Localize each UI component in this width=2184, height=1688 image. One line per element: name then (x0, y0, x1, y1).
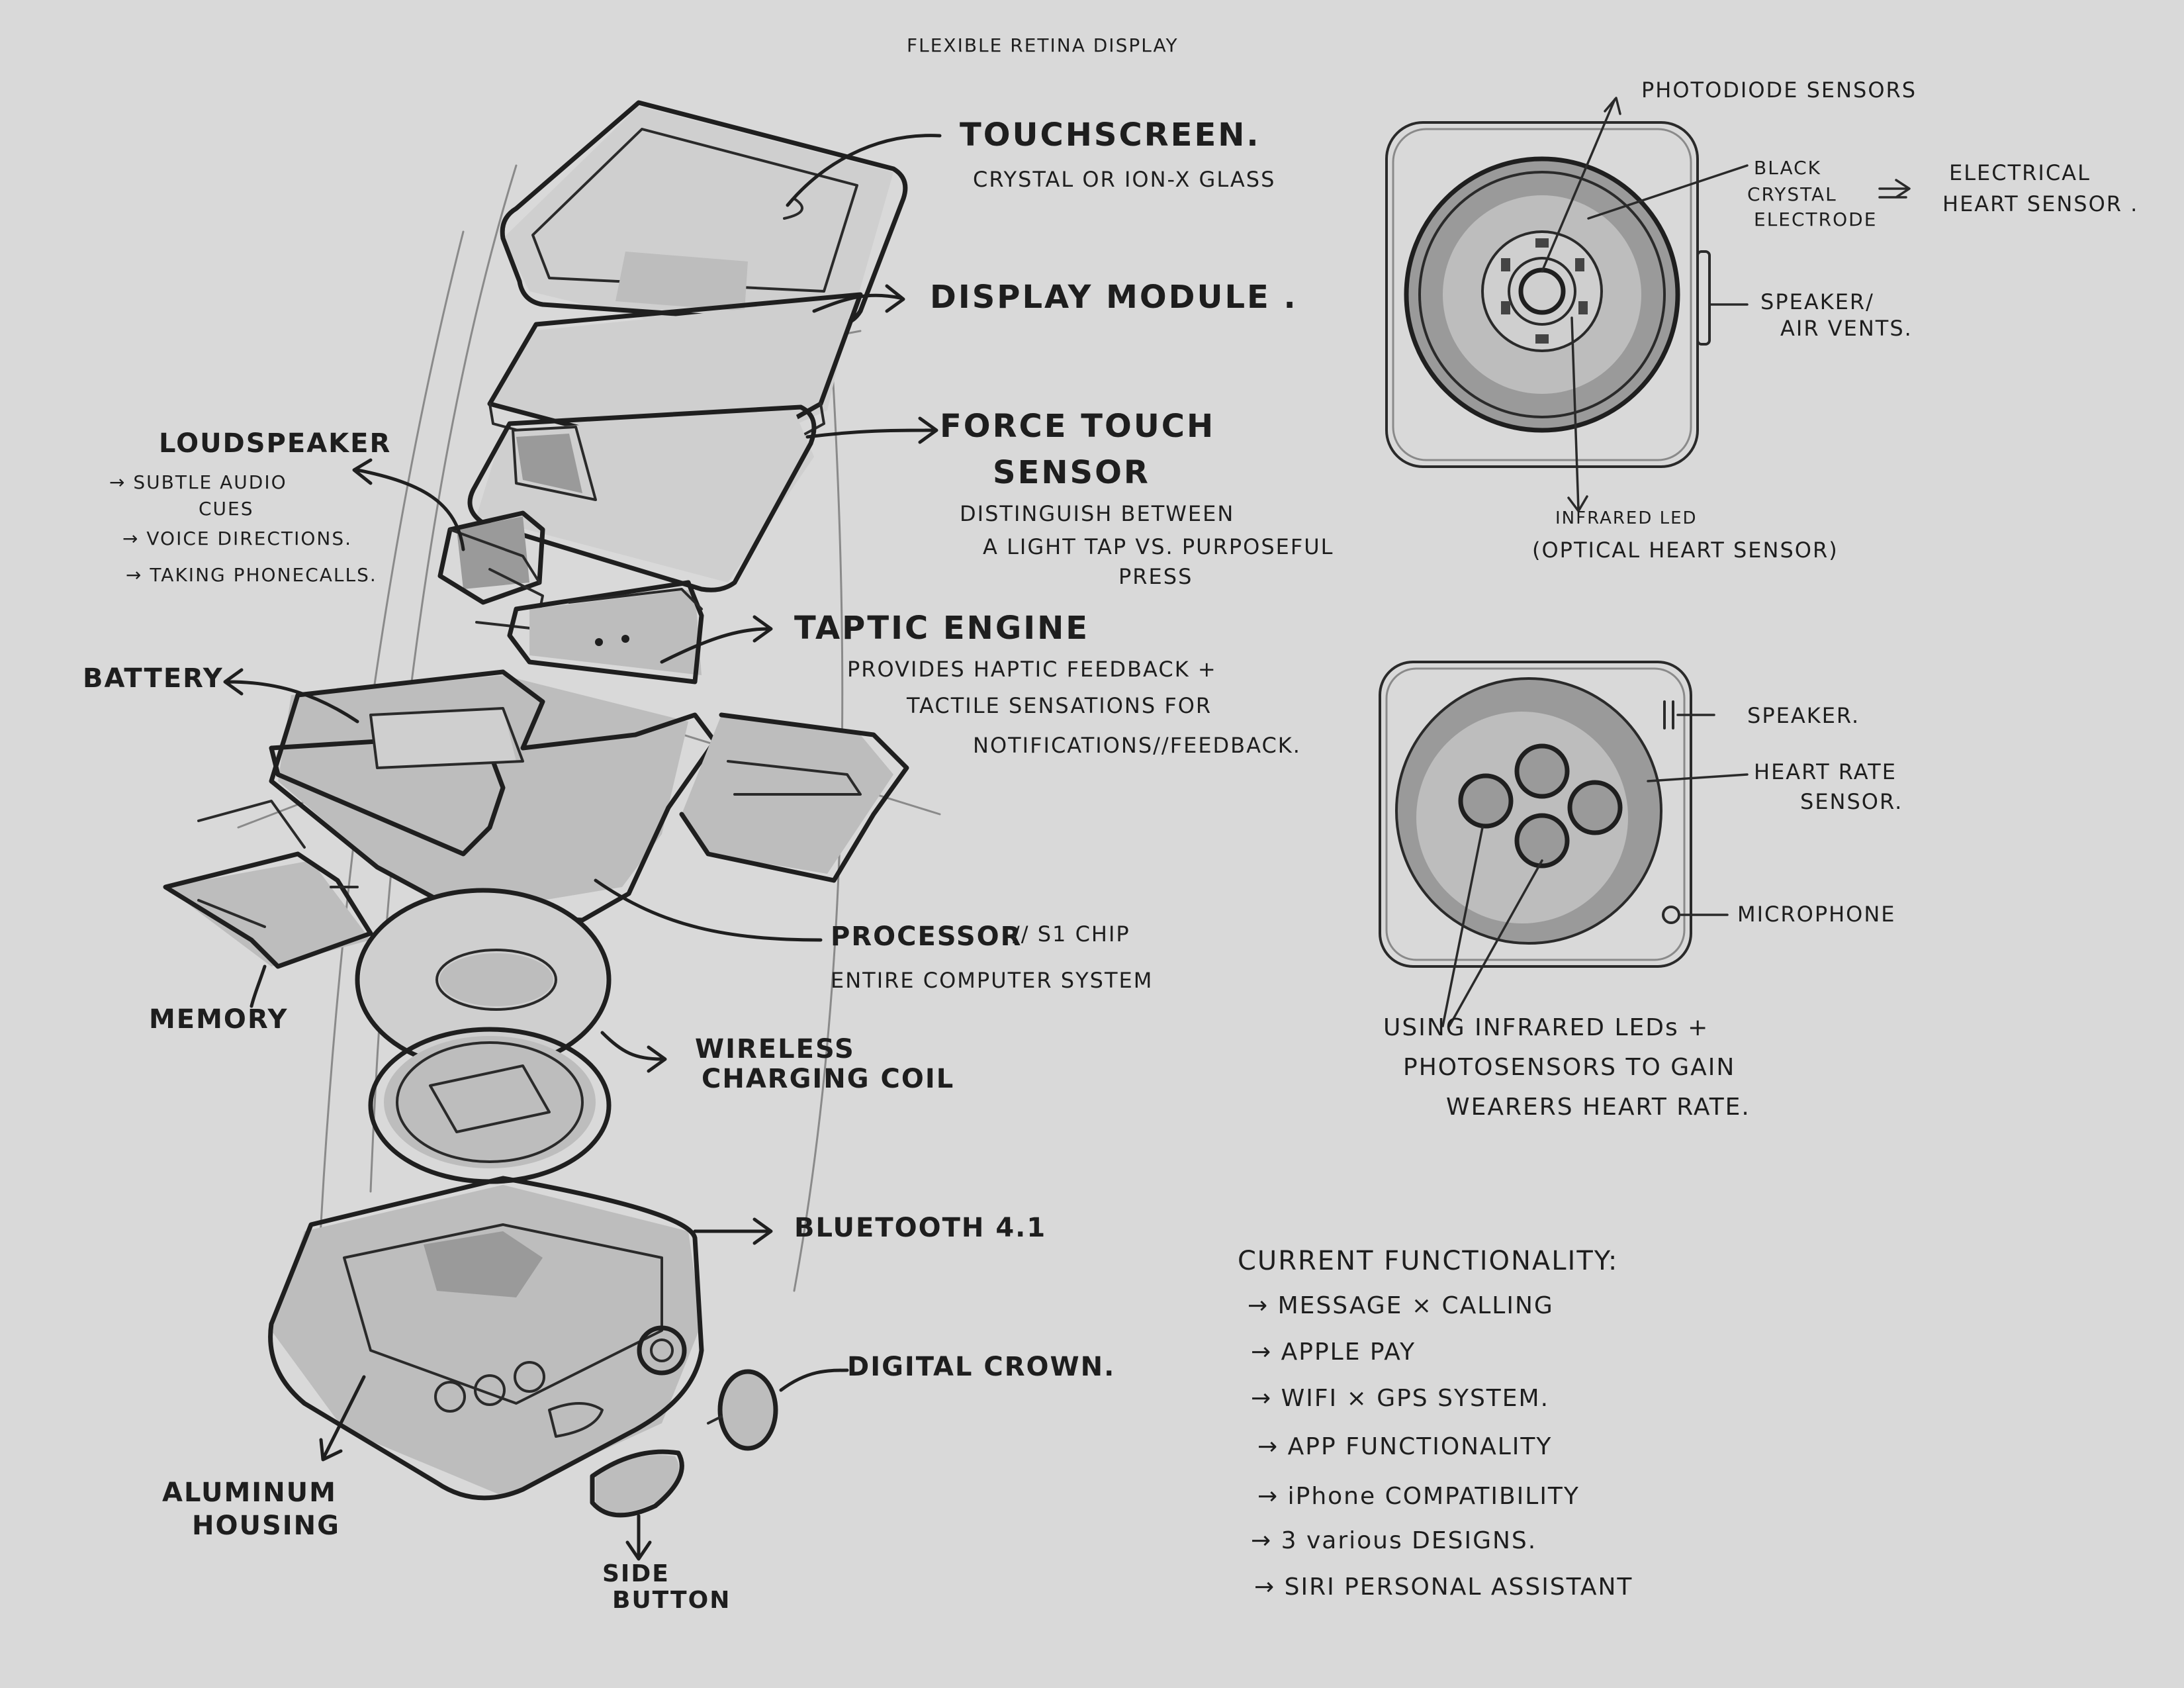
functionality-title: CURRENT FUNCTIONALITY: (1238, 1246, 1619, 1276)
functionality-item-1: → MESSAGE × CALLING (1248, 1292, 1554, 1319)
digital-crown-part (707, 1369, 778, 1451)
functionality-item-5: → iPhone COMPATIBILITY (1257, 1483, 1580, 1510)
processor-chip: // S1 CHIP (1013, 921, 1130, 947)
force-touch-desc-3: PRESS (1118, 564, 1193, 589)
heart-caption-line-3: WEARERS HEART RATE. (1446, 1094, 1751, 1121)
force-touch-title-1: FORCE TOUCH (940, 408, 1216, 445)
force-touch-layer (467, 404, 817, 592)
housing-part (268, 1176, 704, 1501)
taptic-engine-desc-1: PROVIDES HAPTIC FEEDBACK + (847, 657, 1217, 682)
heart-rate-line-2: SENSOR. (1800, 789, 1903, 814)
speaker-label: SPEAKER. (1747, 703, 1860, 728)
bluetooth-title: BLUETOOTH 4.1 (794, 1213, 1047, 1243)
memory-title: MEMORY (149, 1004, 289, 1035)
charging-coil-part (355, 888, 612, 1184)
force-touch-title-2: SENSOR (993, 454, 1150, 491)
back-view-top (1385, 97, 1911, 512)
black-crystal-line-1: BLACK (1754, 157, 1822, 179)
taptic-engine-desc-2: TACTILE SENSATIONS FOR (907, 693, 1212, 718)
black-crystal-line-3: ELECTRODE (1754, 209, 1878, 230)
battery-title: BATTERY (83, 663, 224, 694)
logic-board (269, 669, 717, 923)
loudspeaker-title: LOUDSPEAKER (159, 428, 392, 459)
digital-crown-title: DIGITAL CROWN. (847, 1352, 1116, 1382)
loudspeaker-item-2: CUES (199, 498, 254, 520)
photodiode-marks (1501, 238, 1588, 344)
touchscreen-desc: CRYSTAL OR ION-X GLASS (973, 167, 1276, 192)
processor-title: PROCESSOR (831, 921, 1023, 952)
aluminum-housing-title-1: ALUMINUM (162, 1477, 337, 1508)
touchscreen-title: TOUCHSCREEN. (960, 117, 1261, 154)
loudspeaker-part (437, 510, 545, 630)
speaker-vents-line-2: AIR VENTS. (1780, 316, 1913, 341)
loudspeaker-item-1: → SUBTLE AUDIO (109, 471, 287, 493)
taptic-engine-title: TAPTIC ENGINE (794, 610, 1090, 647)
black-crystal-line-2: CRYSTAL (1747, 183, 1837, 205)
header-title: FLEXIBLE RETINA DISPLAY (907, 34, 1179, 56)
flex-connector (679, 712, 909, 883)
wireless-coil-title-1: WIRELESS (695, 1034, 855, 1064)
functionality-item-6: → 3 various DESIGNS. (1251, 1527, 1537, 1554)
side-button-title-1: SIDE (602, 1560, 670, 1587)
aluminum-housing-title-2: HOUSING (192, 1511, 340, 1541)
functionality-item-2: → APPLE PAY (1251, 1338, 1416, 1366)
side-button-part (590, 1449, 684, 1518)
memory-part (163, 800, 373, 969)
loudspeaker-item-3: → VOICE DIRECTIONS. (122, 528, 352, 549)
leader-lines (223, 134, 942, 1561)
photodiode-label: PHOTODIODE SENSORS (1641, 77, 1917, 103)
touchscreen-layer (500, 100, 908, 344)
back-view-bottom (1379, 661, 1749, 1027)
side-button-title-2: BUTTON (612, 1587, 731, 1614)
microphone-label: MICROPHONE (1737, 902, 1896, 927)
wireless-coil-title-2: CHARGING COIL (702, 1064, 955, 1094)
heart-caption-line-2: PHOTOSENSORS TO GAIN (1403, 1054, 1736, 1081)
electrical-heart-line-2: HEART SENSOR . (1942, 191, 2139, 216)
loudspeaker-item-4: → TAKING PHONECALLS. (126, 564, 377, 586)
heart-caption-line-1: USING INFRARED LEDs + (1383, 1014, 1709, 1041)
display-module-title: DISPLAY MODULE . (930, 279, 1298, 316)
optical-heart-label: (OPTICAL HEART SENSOR) (1532, 538, 1839, 563)
force-touch-desc-2: A LIGHT TAP VS. PURPOSEFUL (983, 534, 1334, 559)
electrical-heart-line-1: ELECTRICAL (1949, 160, 2091, 185)
functionality-item-7: → SIRI PERSONAL ASSISTANT (1254, 1573, 1633, 1601)
processor-desc: ENTIRE COMPUTER SYSTEM (831, 968, 1154, 993)
taptic-engine-part (507, 580, 704, 684)
force-touch-desc-1: DISTINGUISH BETWEEN (960, 501, 1235, 526)
infrared-led-label: INFRARED LED (1555, 508, 1698, 528)
taptic-engine-desc-3: NOTIFICATIONS//FEEDBACK. (973, 733, 1301, 758)
functionality-item-4: → APP FUNCTIONALITY (1257, 1433, 1553, 1460)
speaker-vents-line-1: SPEAKER/ (1760, 289, 1874, 314)
functionality-item-3: → WIFI × GPS SYSTEM. (1251, 1385, 1550, 1412)
heart-rate-line-1: HEART RATE (1754, 759, 1897, 784)
